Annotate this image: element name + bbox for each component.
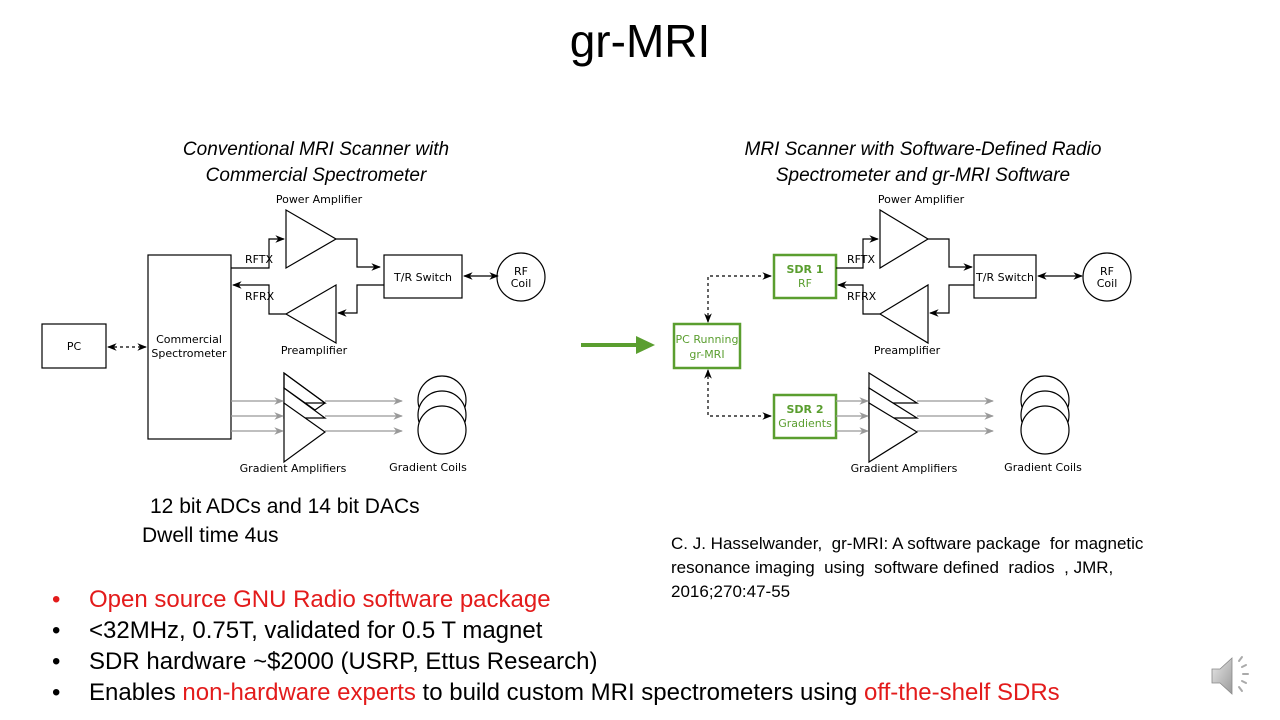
left-power-amplifier-icon bbox=[285, 208, 338, 270]
bullet-item: • <32MHz, 0.75T, validated for 0.5 T magn… bbox=[52, 615, 1060, 646]
left-spectrometer-label-2: Spectrometer bbox=[151, 347, 227, 360]
bullet-text: to build custom MRI spectrometers using bbox=[415, 679, 865, 706]
right-power-amplifier-label: Power Amplifier bbox=[878, 193, 965, 206]
right-sdr2-label-2: Gradients bbox=[778, 417, 832, 430]
right-rf-coil-icon bbox=[1082, 252, 1132, 302]
left-pc-label: PC bbox=[67, 340, 82, 353]
bullet-item: • Open source GNU Radio software package bbox=[52, 584, 1060, 615]
right-rftx-label: RFTX bbox=[847, 253, 875, 266]
right-pa-out-line bbox=[928, 238, 973, 271]
right-rfrx-label: RFRX bbox=[847, 290, 877, 303]
left-rftx-label: RFTX bbox=[245, 253, 273, 266]
left-rf-coil-label-1: RF bbox=[514, 265, 528, 278]
left-spectrometer-box bbox=[147, 254, 232, 440]
specs-line-2: Dwell time 4us bbox=[142, 524, 279, 547]
left-diagram-title-line1: Conventional MRI Scanner with bbox=[183, 139, 449, 160]
left-rf-coil-label-2: Coil bbox=[511, 277, 532, 290]
specs-line-1: 12 bit ADCs and 14 bit DACs bbox=[150, 495, 420, 518]
left-spectrometer-label-1: Commercial bbox=[156, 333, 222, 346]
bullet-text: Open source GNU Radio software package bbox=[89, 586, 551, 613]
right-sdr2-label-1: SDR 2 bbox=[786, 403, 823, 416]
left-tr-switch-label: T/R Switch bbox=[393, 271, 452, 284]
speaker-audio-icon[interactable] bbox=[1208, 652, 1264, 705]
right-diagram-title-line2: Spectrometer and gr-MRI Software bbox=[776, 165, 1070, 186]
left-gradient-coils-label: Gradient Coils bbox=[389, 461, 467, 474]
left-preamp-in-line bbox=[337, 284, 384, 317]
left-rfrx-line bbox=[232, 281, 286, 315]
diagrams-canvas: Conventional MRI Scanner with Commercial… bbox=[41, 139, 1132, 475]
bullet-text: <32MHz, 0.75T, validated for 0.5 T magne… bbox=[89, 617, 543, 644]
bullet-item: • SDR hardware ~$2000 (USRP, Ettus Resear… bbox=[52, 646, 1060, 677]
right-pc-box bbox=[672, 322, 742, 370]
left-rftx-line bbox=[231, 235, 285, 269]
right-pc-sdr1-link bbox=[704, 272, 772, 323]
left-preamplifier-icon bbox=[284, 283, 337, 345]
bullet-glyph: • bbox=[52, 586, 61, 613]
bullet-glyph: • bbox=[52, 648, 61, 675]
right-rf-coil-label-1: RF bbox=[1100, 265, 1114, 278]
right-gradient-coils-icon bbox=[1020, 375, 1070, 455]
bullet-glyph: • bbox=[52, 679, 61, 706]
right-tr-switch-box bbox=[973, 254, 1037, 299]
left-pa-out-line bbox=[336, 238, 381, 271]
right-gradient-inputs bbox=[836, 397, 994, 435]
right-gradient-amplifiers-label: Gradient Amplifiers bbox=[851, 462, 958, 475]
right-diagram: MRI Scanner with Software-Defined Radio … bbox=[672, 139, 1132, 475]
right-sdr1-label-2: RF bbox=[798, 277, 812, 290]
right-pc-sdr2-link bbox=[704, 369, 772, 420]
bullet-text: Enables bbox=[89, 679, 183, 706]
slide-title: gr-MRI bbox=[569, 15, 711, 67]
right-preamplifier-icon bbox=[878, 283, 929, 345]
left-pc-box bbox=[41, 323, 107, 369]
right-tr-switch-label: T/R Switch bbox=[975, 271, 1034, 284]
bullet-list: •Open source GNU Radio software package … bbox=[52, 584, 1060, 708]
left-tr-switch-box bbox=[383, 254, 463, 299]
right-rftx-line bbox=[836, 235, 879, 269]
citation: C. J. Hasselwander, gr-MRI: A software p… bbox=[671, 532, 1261, 604]
right-sdr1-label-1: SDR 1 bbox=[786, 263, 823, 276]
bullet-text: SDR hardware ~$2000 (USRP, Ettus Researc… bbox=[89, 648, 598, 675]
right-gradient-coils-label: Gradient Coils bbox=[1004, 461, 1082, 474]
bullet-item: • Enables non-hardware experts to build c… bbox=[52, 677, 1060, 708]
left-gradient-inputs bbox=[231, 397, 403, 435]
left-gradient-amplifiers-label: Gradient Amplifiers bbox=[240, 462, 347, 475]
bullet-text-highlight: non-hardware experts bbox=[182, 679, 416, 706]
right-power-amplifier-icon bbox=[879, 208, 930, 270]
citation-line-2: resonance imaging using software defined… bbox=[671, 558, 1114, 577]
right-preamp-in-line bbox=[929, 284, 974, 317]
left-preamplifier-label: Preamplifier bbox=[281, 344, 348, 357]
left-gradient-amplifiers-icon bbox=[283, 371, 327, 464]
left-rfrx-label: RFRX bbox=[245, 290, 275, 303]
left-diagram-title-line2: Commercial Spectrometer bbox=[206, 165, 427, 186]
right-diagram-title-line1: MRI Scanner with Software-Defined Radio bbox=[745, 139, 1102, 160]
right-preamplifier-label: Preamplifier bbox=[874, 344, 941, 357]
left-rf-coil-icon bbox=[496, 252, 546, 302]
citation-line-3: 2016;270:47-55 bbox=[671, 582, 791, 601]
left-power-amplifier-label: Power Amplifier bbox=[276, 193, 363, 206]
left-gradient-coils-icon bbox=[417, 375, 467, 455]
right-pc-label-1: PC Running bbox=[676, 333, 739, 346]
right-sdr1-box bbox=[772, 253, 838, 300]
transition-arrow-icon bbox=[581, 336, 655, 354]
bullet-text-highlight: off-the-shelf SDRs bbox=[864, 679, 1060, 706]
bullet-glyph: • bbox=[52, 617, 61, 644]
left-diagram: Conventional MRI Scanner with Commercial… bbox=[41, 139, 546, 475]
right-rfrx-line bbox=[837, 281, 880, 315]
citation-line-1: C. J. Hasselwander, gr-MRI: A software p… bbox=[671, 534, 1144, 553]
right-gradient-amplifiers-icon bbox=[868, 371, 920, 464]
right-rf-coil-label-2: Coil bbox=[1097, 277, 1118, 290]
right-pc-label-2: gr-MRI bbox=[689, 348, 724, 361]
